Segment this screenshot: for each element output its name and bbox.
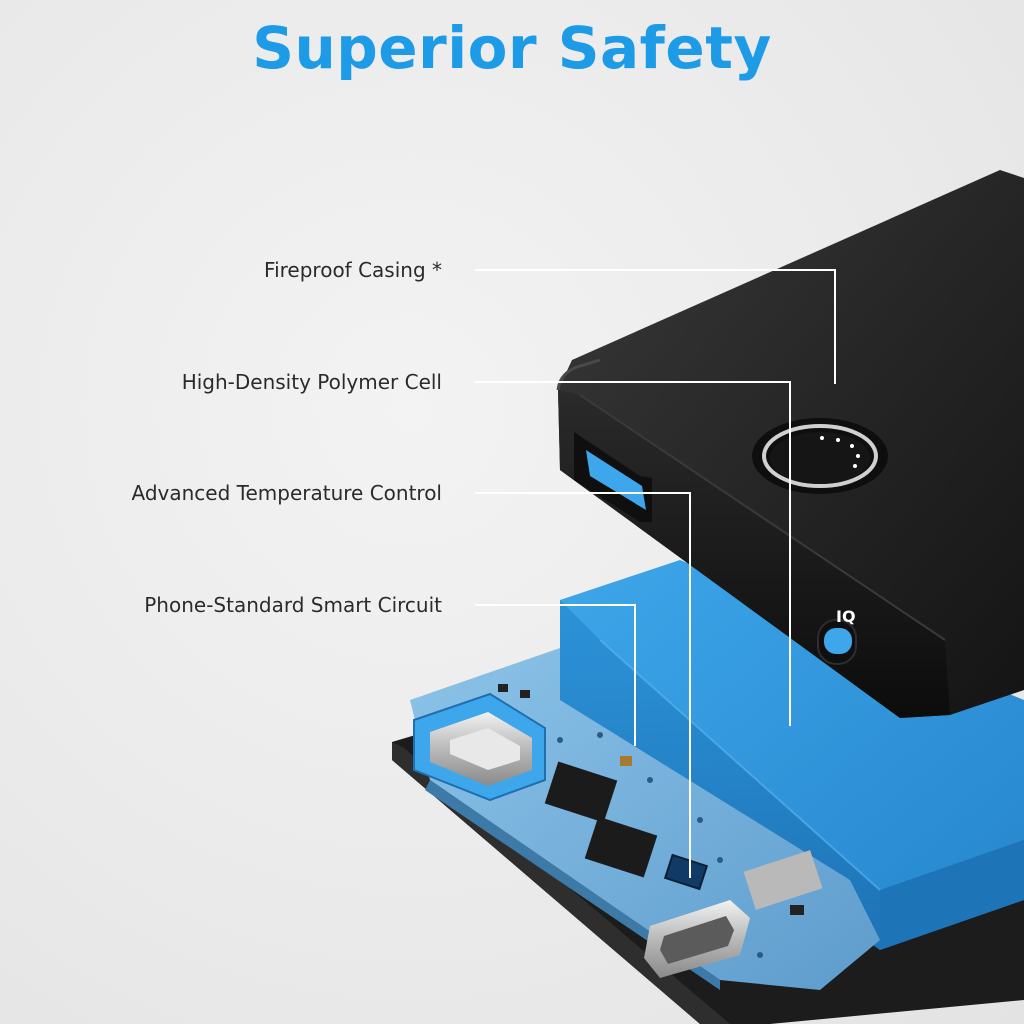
callout-line-2 bbox=[475, 381, 791, 726]
callout-lines bbox=[475, 269, 836, 878]
page-title: Superior Safety bbox=[252, 14, 772, 82]
iq-badge: IQ bbox=[836, 607, 856, 626]
callout-line-4 bbox=[475, 604, 636, 746]
casing-usb-c-port: IQ bbox=[817, 607, 857, 665]
power-button bbox=[752, 418, 888, 494]
casing-usb-port bbox=[574, 432, 652, 522]
callout-temperature-control: Advanced Temperature Control bbox=[131, 481, 443, 505]
callout-line-1 bbox=[475, 269, 836, 384]
usb-c-port bbox=[644, 900, 750, 978]
callout-smart-circuit: Phone-Standard Smart Circuit bbox=[144, 593, 442, 617]
callout-fireproof-casing: Fireproof Casing * bbox=[264, 258, 442, 282]
usb-a-port bbox=[413, 692, 546, 802]
callout-line-3 bbox=[475, 492, 691, 878]
callout-polymer-cell: High-Density Polymer Cell bbox=[181, 370, 442, 394]
